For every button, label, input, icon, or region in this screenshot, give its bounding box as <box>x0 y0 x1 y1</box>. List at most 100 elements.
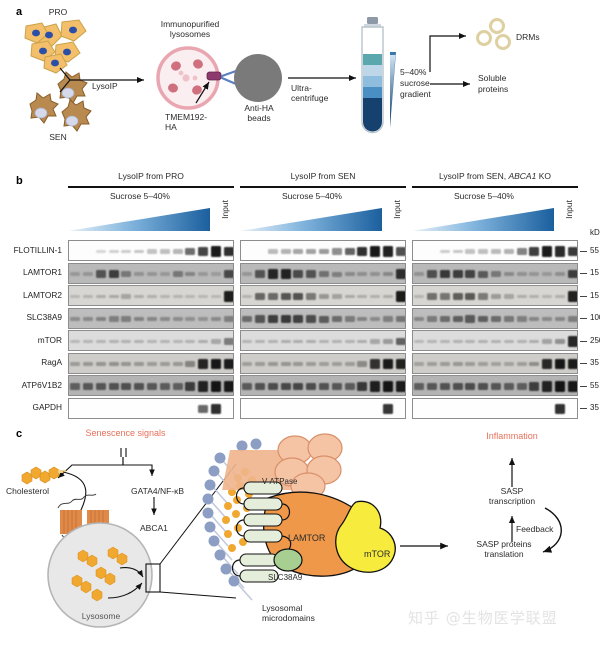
sucrose-gradient-triangle-1 <box>240 208 382 231</box>
microdomains-label-1: Lysosomal <box>262 603 303 613</box>
blot-band <box>516 248 527 255</box>
sucrose-gradient-label-1: 5–40% <box>400 67 427 77</box>
blot-mtor-group-0 <box>68 330 234 351</box>
blot-band <box>210 381 221 392</box>
blot-band <box>452 361 463 367</box>
blot-slc38a9-group-1 <box>240 307 406 329</box>
blot-band <box>357 294 368 299</box>
blot-slc38a9-group-0 <box>68 307 234 329</box>
blot-group-title-2: LysoIP from SEN, ABCA1 KO <box>439 171 551 181</box>
blot-band <box>529 294 540 299</box>
blot-band <box>382 404 393 414</box>
blot-band <box>503 249 514 254</box>
sasp-translation-label-1: SASP proteins <box>476 539 532 549</box>
blot-band <box>382 381 393 392</box>
blot-band <box>357 246 368 257</box>
microdomains-label-2: microdomains <box>262 613 315 623</box>
blot-band <box>319 271 329 277</box>
sasp-translation-label-2: translation <box>484 549 524 559</box>
anti-ha-beads-label-1: Anti-HA <box>244 103 274 113</box>
blot-lamtor1-group-0 <box>68 262 234 284</box>
blot-band <box>542 272 553 276</box>
blot-band <box>267 293 278 300</box>
blot-band <box>159 316 170 322</box>
blot-band <box>370 339 381 344</box>
blot-band <box>280 382 291 391</box>
blot-band <box>319 315 329 323</box>
blot-band <box>382 358 393 370</box>
blot-band <box>267 382 278 391</box>
blot-band <box>134 249 145 254</box>
blot-band <box>121 249 132 254</box>
blot-band <box>331 294 342 299</box>
blot-band <box>370 359 381 369</box>
blot-band <box>198 316 209 322</box>
blot-band <box>255 293 266 300</box>
blot-band <box>567 246 577 257</box>
blot-band <box>465 269 476 279</box>
blot-band <box>255 361 266 367</box>
blot-band <box>357 271 368 277</box>
blot-band <box>280 339 291 344</box>
anti-ha-beads-label-2: beads <box>247 113 271 123</box>
sasp-transcription-label-1: SASP <box>500 486 524 496</box>
blot-band <box>134 361 145 367</box>
input-label-1: Input <box>392 200 402 219</box>
blot-band <box>134 339 145 344</box>
blot-band <box>465 315 476 323</box>
blot-band <box>172 339 183 344</box>
blot-band <box>70 316 81 322</box>
blot-band <box>242 272 253 276</box>
blot-band <box>370 246 381 257</box>
blot-band <box>382 271 393 277</box>
ultracentrifuge-label-1: Ultra- <box>291 83 312 93</box>
blot-band <box>427 383 438 390</box>
blot-band <box>567 336 577 347</box>
blot-raga-group-1 <box>240 352 406 374</box>
drms-label: DRMs <box>516 32 540 42</box>
blot-band <box>210 294 221 299</box>
blot-band <box>134 316 145 322</box>
blot-row-label-3: SLC38A9 <box>26 312 62 322</box>
blot-gapdh-group-2 <box>412 397 578 419</box>
blot-slc38a9-group-2 <box>412 307 578 329</box>
lysoip-arrow-label: LysoIP <box>92 81 118 91</box>
blot-band <box>306 382 317 391</box>
lysosome-label: Lysosome <box>81 611 121 621</box>
blot-band <box>70 339 81 344</box>
v-atpase-graphic <box>222 433 343 500</box>
immunopurified-lysosomes-label-1: Immunopurified <box>160 19 220 29</box>
blot-band <box>242 294 253 299</box>
blot-band <box>147 361 157 367</box>
blot-band <box>439 315 450 323</box>
blot-band <box>210 316 221 322</box>
blot-band <box>147 383 157 390</box>
blot-band <box>503 316 514 322</box>
blot-band <box>267 361 278 367</box>
blot-band <box>529 339 540 344</box>
blot-mtor-group-1 <box>240 330 406 351</box>
kda-value-5: 35 <box>590 358 599 367</box>
abca1-label: ABCA1 <box>140 523 168 533</box>
blot-band <box>554 294 565 299</box>
mtor-graphic <box>335 500 396 573</box>
blot-band <box>414 272 425 276</box>
blot-band <box>198 381 209 392</box>
blot-band <box>267 269 278 279</box>
blot-band <box>108 361 119 367</box>
blot-band <box>172 249 183 254</box>
blot-mtor-group-2 <box>412 330 578 351</box>
blot-band <box>395 337 405 346</box>
blot-band <box>319 361 329 367</box>
tmem192-ha-label-2: HA <box>165 122 177 132</box>
sasp-transcription-label-2: transcription <box>488 496 536 506</box>
blot-band <box>172 383 183 390</box>
kda-value-3: 100 <box>590 313 600 322</box>
blot-band <box>159 383 170 390</box>
blot-band <box>223 381 233 392</box>
blot-band <box>491 271 501 277</box>
panel-a-letter: a <box>16 6 23 18</box>
blot-band <box>95 294 106 299</box>
blot-band <box>121 294 132 299</box>
blot-band <box>439 339 450 344</box>
